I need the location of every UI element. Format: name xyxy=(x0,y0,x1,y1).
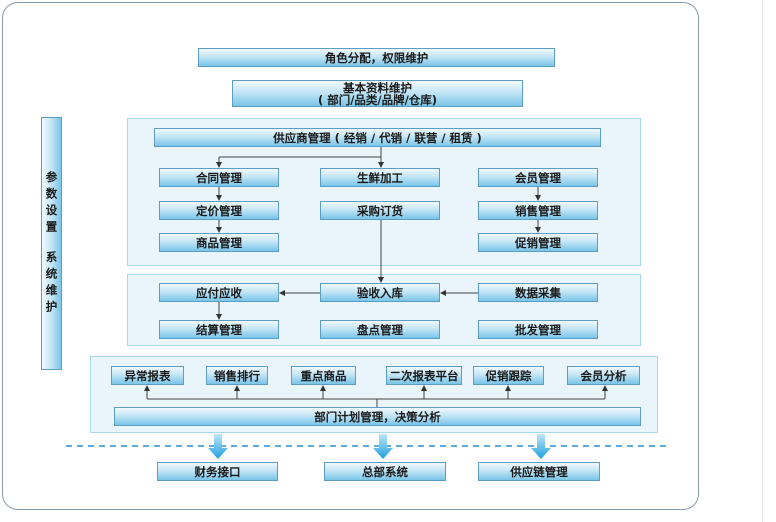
system-maintenance-label: 系统维护 xyxy=(44,250,59,317)
label: 批发管理 xyxy=(515,322,561,337)
label: 角色分配，权限维护 xyxy=(324,50,429,65)
label: 商品管理 xyxy=(196,235,242,250)
label: 基本资料维护 xyxy=(343,80,412,95)
blue-arrow-supply xyxy=(531,434,551,459)
label: 应付应收 xyxy=(196,285,242,300)
contract-management-box[interactable]: 合同管理 xyxy=(159,168,279,187)
label: 销售管理 xyxy=(515,203,561,218)
system-settings-bar[interactable]: 参数设置 系统维护 xyxy=(41,117,62,370)
label: 异常报表 xyxy=(124,368,171,383)
product-management-box[interactable]: 商品管理 xyxy=(159,233,279,252)
label: 促销跟踪 xyxy=(485,368,532,383)
planning-decision-box[interactable]: 部门计划管理，决策分析 xyxy=(114,407,641,426)
fresh-processing-box[interactable]: 生鲜加工 xyxy=(320,168,440,187)
member-analysis-box[interactable]: 会员分析 xyxy=(567,366,640,385)
basic-data-box[interactable]: 基本资料维护 ( 部门/品类/品牌/仓库) xyxy=(232,80,523,107)
label: 合同管理 xyxy=(196,170,242,185)
purchase-order-box[interactable]: 采购订货 xyxy=(320,201,440,220)
label: 会员管理 xyxy=(515,170,561,185)
exception-report-box[interactable]: 异常报表 xyxy=(111,366,184,385)
blue-arrow-hq xyxy=(373,434,393,459)
label: 促销管理 xyxy=(515,235,561,250)
param-settings-label: 参数设置 xyxy=(44,170,59,237)
finance-interface-box[interactable]: 财务接口 xyxy=(157,462,278,481)
label: 供应链管理 xyxy=(510,464,568,479)
secondary-report-platform-box[interactable]: 二次报表平台 xyxy=(386,366,462,385)
blue-arrow-finance xyxy=(208,434,228,459)
label: 生鲜加工 xyxy=(357,170,403,185)
promotion-tracking-box[interactable]: 促销跟踪 xyxy=(473,366,544,385)
sales-ranking-box[interactable]: 销售排行 xyxy=(206,366,268,385)
report-connector xyxy=(147,398,605,407)
sales-management-box[interactable]: 销售管理 xyxy=(478,201,598,220)
member-management-box[interactable]: 会员管理 xyxy=(478,168,598,187)
label: 验收入库 xyxy=(357,285,403,300)
settlement-box[interactable]: 结算管理 xyxy=(159,320,279,339)
outer-frame xyxy=(2,2,699,510)
payables-receivables-box[interactable]: 应付应收 xyxy=(159,283,279,302)
label: 会员分析 xyxy=(580,368,627,383)
label: 供应商管理 ( 经销 / 代销 / 联营 / 租赁 ) xyxy=(273,130,482,145)
label: 定价管理 xyxy=(196,203,242,218)
label: 数据采集 xyxy=(515,285,561,300)
roles-permissions-box[interactable]: 角色分配，权限维护 xyxy=(198,48,555,67)
label: 结算管理 xyxy=(196,322,242,337)
supply-chain-box[interactable]: 供应链管理 xyxy=(478,462,600,481)
label: 销售排行 xyxy=(214,368,260,383)
receiving-box[interactable]: 验收入库 xyxy=(320,283,440,302)
label: 采购订货 xyxy=(357,203,403,218)
hq-system-box[interactable]: 总部系统 xyxy=(324,462,446,481)
divider xyxy=(762,0,763,522)
supplier-connector xyxy=(219,147,382,158)
label-sub: ( 部门/品类/品牌/仓库) xyxy=(317,92,438,107)
label: 二次报表平台 xyxy=(389,368,459,383)
label: 总部系统 xyxy=(362,464,408,479)
key-products-box[interactable]: 重点商品 xyxy=(291,366,356,385)
label: 重点商品 xyxy=(300,368,347,383)
data-collection-box[interactable]: 数据采集 xyxy=(478,283,598,302)
pricing-management-box[interactable]: 定价管理 xyxy=(159,201,279,220)
label: 盘点管理 xyxy=(357,322,403,337)
stocktake-box[interactable]: 盘点管理 xyxy=(320,320,440,339)
label: 财务接口 xyxy=(194,464,241,479)
label: 部门计划管理，决策分析 xyxy=(314,409,441,424)
wholesale-box[interactable]: 批发管理 xyxy=(478,320,598,339)
supplier-management-box[interactable]: 供应商管理 ( 经销 / 代销 / 联营 / 租赁 ) xyxy=(154,128,601,147)
promotion-management-box[interactable]: 促销管理 xyxy=(478,233,598,252)
